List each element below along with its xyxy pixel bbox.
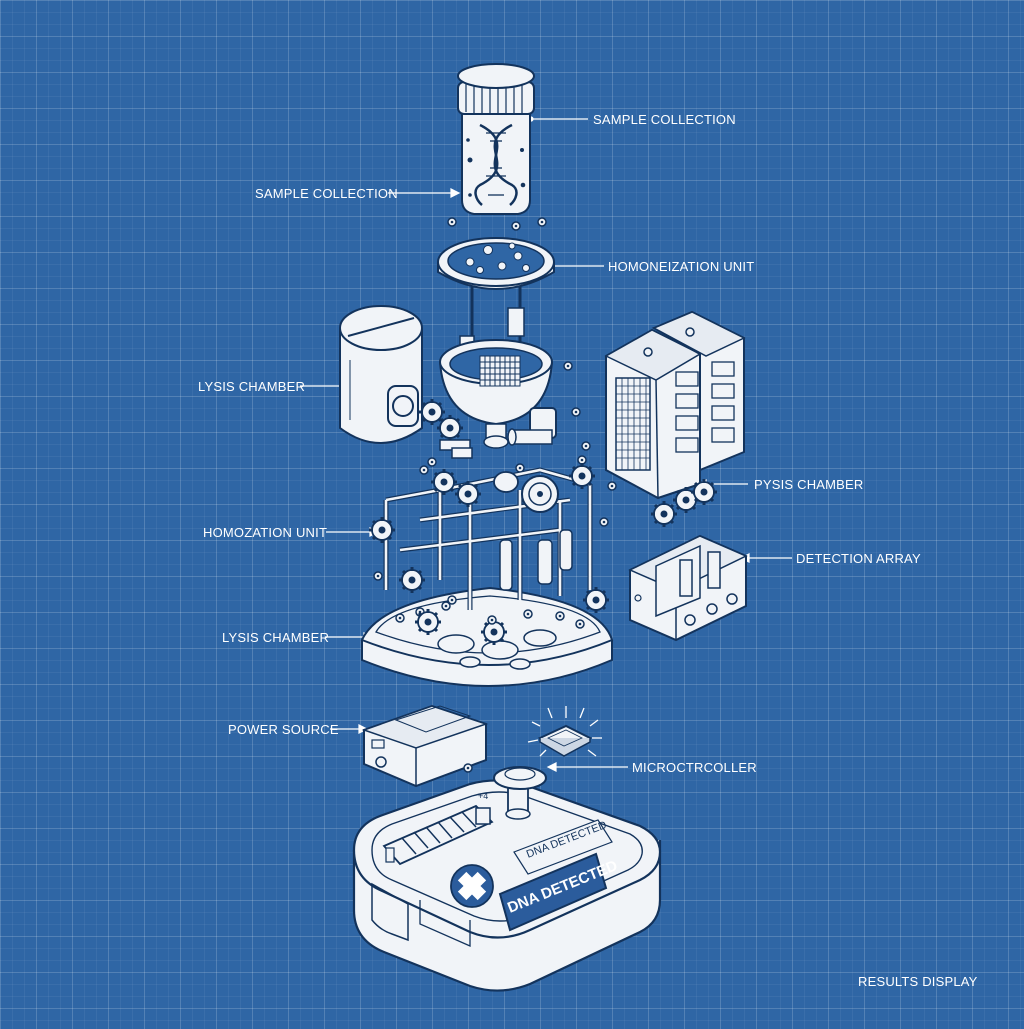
syringe-cartridge xyxy=(382,804,494,866)
cartridge-module xyxy=(604,310,746,500)
pipe-frame xyxy=(383,467,593,610)
label-homogenization-unit-top: HOMONEIZATION UNIT xyxy=(608,259,755,274)
frame-components xyxy=(367,441,617,625)
microchip-icon xyxy=(527,706,602,757)
label-lysis-chamber-top: LYSIS CHAMBER xyxy=(198,379,306,394)
label-lysis-chamber-bottom: LYSIS CHAMBER xyxy=(222,630,330,645)
detection-array xyxy=(628,534,748,642)
label-pysis-chamber: PYSIS CHAMBER xyxy=(754,477,864,492)
lysis-chamber-cylinder xyxy=(339,305,473,459)
label-sample-collection-right: SAMPLE COLLECTION xyxy=(593,112,736,127)
results-display-device: DNA DETECTED DNA DETECTED +4 xyxy=(352,766,662,992)
label-sample-collection-left: SAMPLE COLLECTION xyxy=(255,186,398,201)
label-detection-array: DETECTION ARRAY xyxy=(796,551,921,566)
filter-mesh xyxy=(479,355,521,387)
status-screen: DNA DETECTED xyxy=(498,852,620,932)
polarity-mark: +4 xyxy=(478,791,488,801)
medical-cross-icon xyxy=(450,864,494,908)
sample-collection-tube xyxy=(447,63,547,231)
valve-connector xyxy=(507,361,587,473)
homogenizer-bowl xyxy=(439,339,553,449)
base-chassis xyxy=(360,586,614,687)
knob xyxy=(493,766,547,820)
power-source xyxy=(361,704,489,788)
label-power-source: POWER SOURCE xyxy=(228,722,339,737)
label-homogenization-unit-left: HOMOZATION UNIT xyxy=(203,525,328,540)
dna-helix-icon xyxy=(474,123,518,206)
homogenization-tray xyxy=(437,237,555,357)
label-results-display: RESULTS DISPLAY xyxy=(858,974,978,989)
label-microcontroller: MICROCTRCOLLER xyxy=(632,760,757,775)
